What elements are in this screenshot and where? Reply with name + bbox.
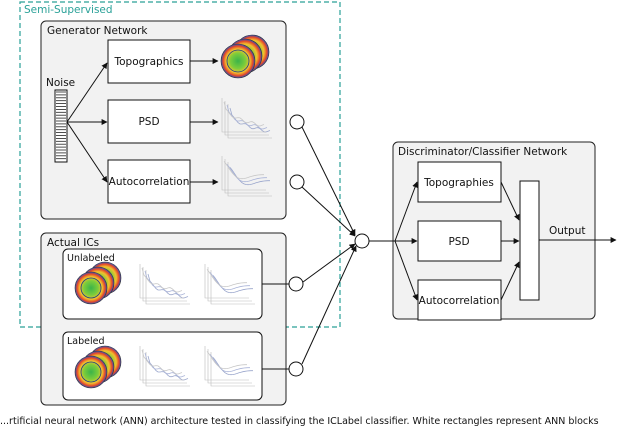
figure-caption: ...rtificial neural network (ANN) archit… — [0, 416, 599, 427]
gen-autocorrelation-block — [107, 159, 191, 204]
gen-autocorrelation-plot — [221, 156, 272, 197]
to-disc-topographies-arrow — [394, 181, 418, 242]
gen-topographics-block — [107, 39, 191, 84]
noise-stripes — [56, 91, 66, 160]
output-layer-block — [519, 180, 540, 301]
gen-psd-plot — [221, 98, 272, 139]
gen-topographics-label: Topographics — [113, 56, 183, 68]
labeled-psd-plot — [139, 346, 190, 387]
disc-autocorrelation-to-output-arrow — [500, 261, 520, 301]
unlabeled-junction — [288, 276, 304, 292]
disc-autocorrelation-block — [417, 279, 502, 321]
unlabeled-topography-maps — [74, 261, 122, 305]
gen-autocorrelation-label: Autocorrelation — [109, 176, 190, 188]
noise-to-topographics-arrow — [66, 62, 108, 123]
gen-autocorrelation-junction — [289, 174, 305, 190]
discriminator-network-title: Discriminator/Classifier Network — [398, 146, 568, 158]
disc-topographies-block — [417, 161, 502, 203]
disc-psd-block — [417, 220, 502, 262]
noise-to-autocorrelation-arrow — [66, 121, 108, 183]
labeled-autocorrelation-plot — [204, 346, 255, 387]
labeled-topography-maps — [74, 345, 122, 389]
disc-psd-label: PSD — [448, 236, 469, 248]
unlabeled-label: Unlabeled — [67, 253, 115, 264]
output-label: Output — [549, 225, 585, 237]
gen-psd-label: PSD — [138, 116, 159, 128]
unlabeled-to-main-arrow — [302, 243, 356, 283]
main-junction — [354, 233, 370, 249]
gen-topography-maps — [220, 34, 270, 79]
actual-ics-title: Actual ICs — [47, 237, 99, 249]
noise-label: Noise — [46, 77, 75, 89]
gen-autocorrelation-to-main-arrow — [301, 186, 356, 237]
unlabeled-psd-plot — [139, 264, 190, 305]
gen-psd-to-main-arrow — [301, 126, 356, 236]
labeled-to-main-arrow — [301, 245, 357, 365]
gen-psd-junction — [289, 114, 305, 130]
generator-network-title: Generator Network — [47, 25, 148, 37]
labeled-junction — [288, 361, 304, 377]
disc-topographies-label: Topographies — [423, 177, 494, 189]
to-disc-autocorrelation-arrow — [394, 240, 418, 301]
disc-topographies-to-output-arrow — [500, 181, 520, 221]
disc-autocorrelation-label: Autocorrelation — [419, 295, 500, 307]
semi-supervised-label: Semi-Supervised — [24, 4, 113, 16]
unlabeled-autocorrelation-plot — [204, 264, 255, 305]
labeled-label: Labeled — [67, 336, 105, 347]
